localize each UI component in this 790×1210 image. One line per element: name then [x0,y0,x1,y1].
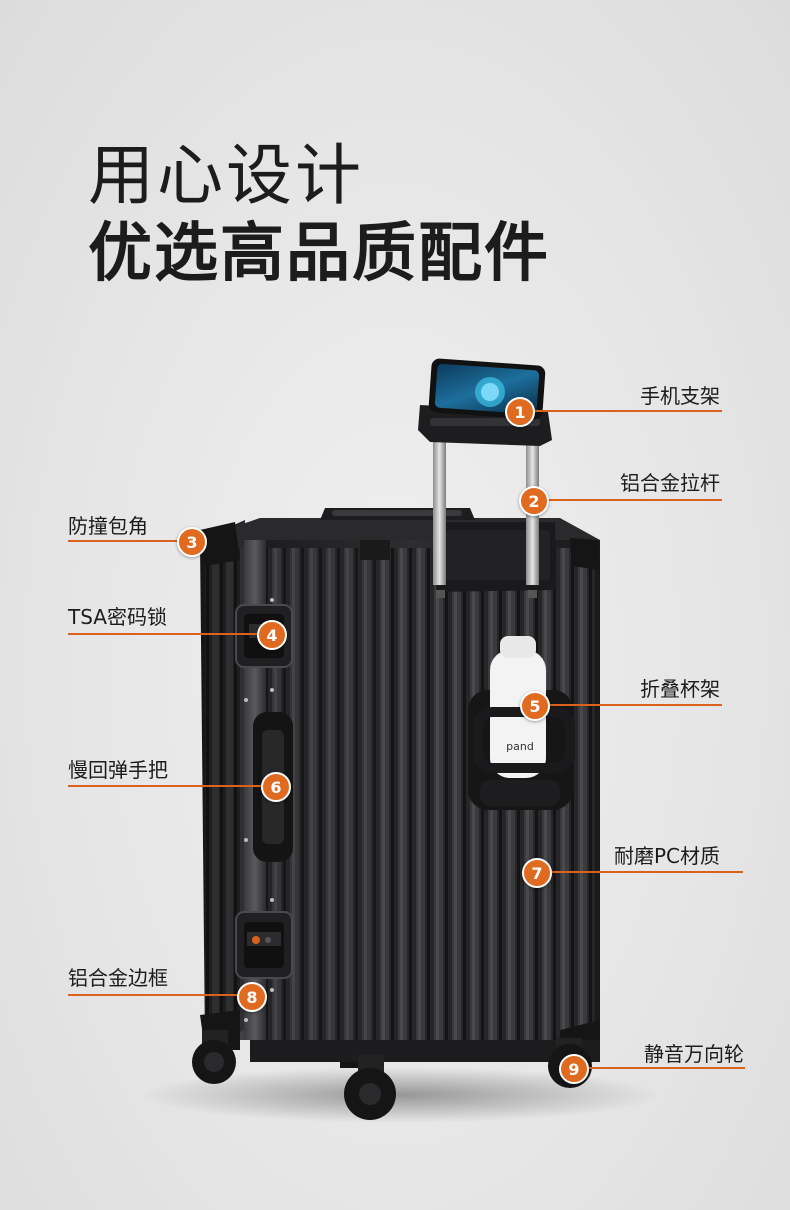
callout-line-7 [550,871,743,873]
callout-badge-3: 3 [177,527,207,557]
callout-label-pc-material: 耐磨PC材质 [613,844,720,868]
callout-line-9 [586,1067,745,1069]
headline-line-2: 优选高品质配件 [88,217,550,291]
callout-badge-7: 7 [522,858,552,888]
callout-label-trolley: 铝合金拉杆 [620,471,720,495]
corner-guard-top-left [200,522,240,566]
callout-badge-1: 1 [505,397,535,427]
corner-guard-top-right [570,538,600,570]
callout-label-corner-guard: 防撞包角 [68,514,148,538]
callout-line-6 [68,785,276,787]
callout-badge-6: 6 [261,772,291,802]
callout-badge-4: 4 [257,620,287,650]
callout-label-phone-holder: 手机支架 [640,384,720,408]
callout-line-1 [531,410,722,412]
callout-label-side-handle: 慢回弹手把 [68,758,168,782]
bottle-brand-text: pand [506,740,534,753]
floor-shadow [140,1067,660,1123]
trolley-pole-left [433,440,446,585]
callout-badge-5: 5 [520,691,550,721]
tsa-lock-bottom [235,911,293,979]
callout-label-tsa-lock: TSA密码锁 [68,605,167,629]
callout-label-aluminum-frame: 铝合金边框 [68,966,168,990]
cup-holder-with-bottle: pand [468,636,575,810]
callout-badge-8: 8 [237,982,267,1012]
callout-line-8 [68,994,250,996]
callout-label-spinner-wheels: 静音万向轮 [644,1042,744,1066]
callout-line-5 [546,704,722,706]
callout-badge-9: 9 [559,1054,589,1084]
callout-line-2 [546,499,722,501]
callout-line-3 [68,540,192,542]
callout-label-cup-holder: 折叠杯架 [640,677,720,701]
headline-line-1: 用心设计 [88,137,364,214]
corner-guard-top-middle [360,540,390,560]
callout-line-4 [68,633,272,635]
callout-badge-2: 2 [519,486,549,516]
